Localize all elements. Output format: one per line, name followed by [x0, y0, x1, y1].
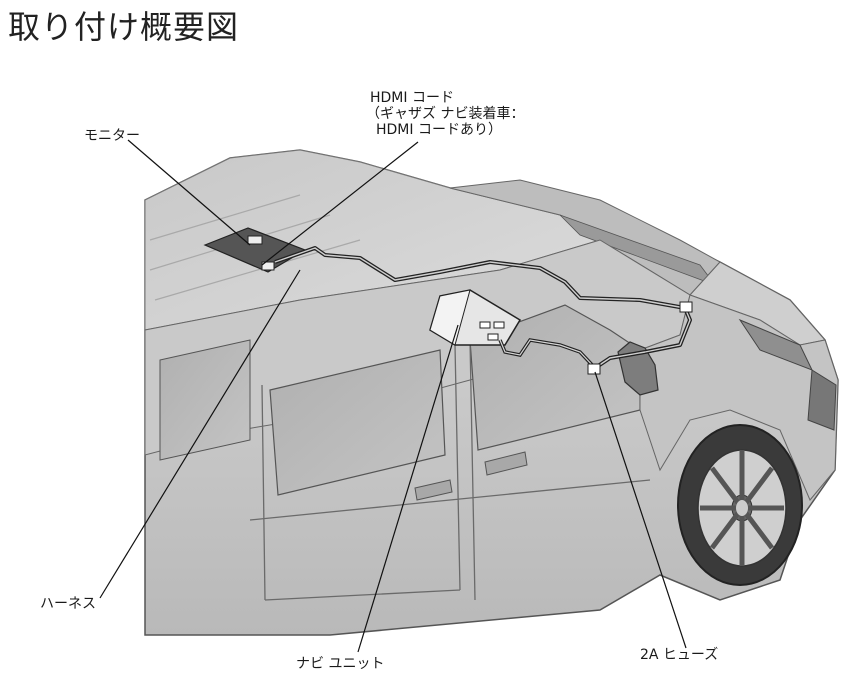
fuse-connector	[587, 363, 601, 375]
label-navi-unit: ナビ ユニット	[296, 656, 385, 672]
door-lines	[249, 339, 651, 601]
front-wheel	[677, 424, 803, 586]
label-harness: ハーネス	[40, 596, 96, 612]
label-hdmi-cord-line3: HDMI コードあり）	[376, 122, 502, 138]
label-2a-fuse: 2A ヒューズ	[640, 647, 719, 663]
label-monitor: モニター	[84, 128, 140, 144]
navi-unit-box	[429, 289, 522, 346]
connector-front	[679, 301, 693, 313]
page-title: 取り付け概要図	[8, 8, 240, 46]
label-hdmi-cord-line1: HDMI コード	[370, 90, 454, 106]
label-hdmi-cord-line2: （ギャザズ ナビ装着車：	[366, 106, 525, 122]
leader-lines	[99, 139, 687, 653]
door-handle-rear	[414, 479, 453, 501]
door-handle-front	[484, 451, 528, 476]
